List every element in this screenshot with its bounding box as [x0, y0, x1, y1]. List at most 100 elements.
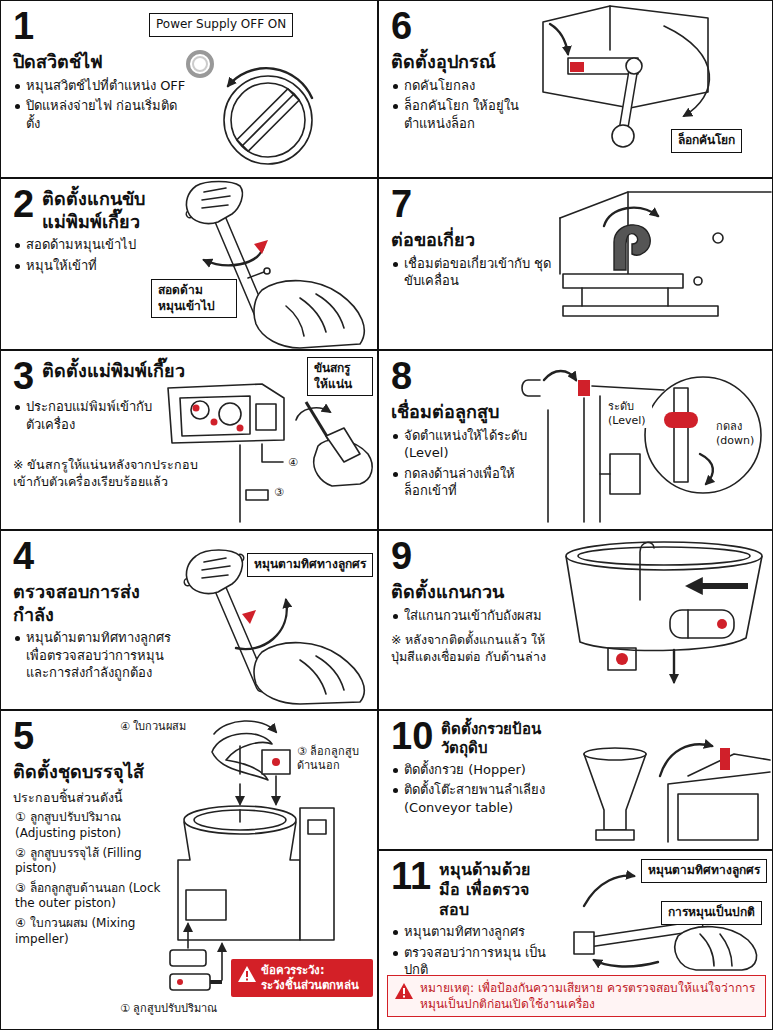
mould-assembly [262, 444, 283, 462]
machine-housing [186, 890, 226, 920]
hand-figure [186, 182, 364, 349]
step-panel: 11หมุนด้ามด้วยมือ เพื่อตรวจสอบหมุนตามทิศ… [378, 850, 773, 1030]
crank [574, 932, 594, 954]
piston-link-figure [522, 371, 761, 522]
part-label: ③ [274, 486, 284, 500]
lock-piston [262, 750, 290, 774]
hand-figure [286, 294, 344, 336]
step-heading: ติดตั้งกรวยป้อนวัตถุดิบ [441, 720, 576, 758]
callout-box: ขันสกรู ให้แน่น [307, 357, 373, 396]
step-panel: 1ปิดสวิตช์ไฟหมุนสวิตช์ไปที่ตำแหน่ง OFFปิ… [0, 0, 378, 178]
hopper-figure [584, 744, 770, 842]
insert-arrow [239, 784, 241, 804]
piston-frame [578, 380, 590, 396]
note-text: ※ หลังจากติดตั้งแกนแล้ว ให้ปุ่มสีแดงเชื่… [391, 632, 561, 666]
hand-figure [202, 558, 230, 578]
step-panel: 4ตรวจสอบการส่งกำลังหมุนด้ามตามทิศทางลูกศ… [0, 530, 378, 710]
note-box: หมายเหตุ: เพื่อป้องกันความเสียหาย ควรตรว… [387, 975, 766, 1017]
lever-arm [612, 125, 634, 147]
mould-assembly [237, 425, 244, 432]
hand-figure [675, 927, 757, 970]
indicator-ring [188, 52, 212, 76]
adjusting-piston [221, 944, 223, 980]
piston-frame [547, 410, 549, 522]
red-marker [242, 610, 256, 624]
step-heading: ติดตั้งอุปกรณ์ [391, 51, 541, 74]
step-number: 8 [391, 357, 531, 395]
filling-piston [170, 950, 206, 966]
step-panel: 10ติดตั้งกรวยป้อนวัตถุดิบติดตั้งกรวย (Ho… [378, 710, 773, 850]
callout-box: หมุนตามทิศทางลูกศร [247, 553, 373, 577]
hand-figure [675, 927, 757, 970]
machine-housing [563, 306, 718, 316]
step-panel: 3ติดตั้งแม่พิมพ์เกี๊ยวประกอบแม่พิมพ์เข้า… [0, 350, 378, 530]
mould-assembly [246, 490, 268, 500]
lever-arm [612, 58, 642, 147]
part-item: ③ ล็อกลูกสูบด้านนอก (Lock the outer pist… [13, 881, 163, 912]
rotate-arrow [214, 721, 276, 734]
dial-switch [237, 89, 299, 151]
callout-box: Power Supply OFF ON [149, 13, 293, 37]
part-item: ① ลูกสูบปรับปริมาณ (Adjusting piston) [13, 810, 163, 841]
red-button [616, 653, 628, 665]
mould-assembly [256, 404, 276, 430]
piston-frame [583, 398, 585, 522]
piston-frame [522, 380, 540, 396]
filling-piston [187, 924, 189, 948]
rotate-arrow [584, 876, 634, 906]
mixing-bowl [566, 542, 762, 651]
instruction-bullet: ประกอบแม่พิมพ์เข้ากับ ตัวเครื่อง [13, 398, 163, 433]
instruction-bullet: ปิดแหล่งจ่ายไฟ ก่อนเริ่มติดตั้ง [13, 97, 191, 132]
mould-figure [168, 384, 372, 522]
adjusting-piston [170, 974, 210, 990]
indicator-ring [188, 52, 212, 76]
step-heading: ติดตั้งแกนขับ แม่พิมพ์เกี๊ยว [42, 188, 160, 233]
label-anchor: ③ ล็อกลูกสูบ ด้านนอก [297, 745, 371, 773]
machine-housing [239, 810, 241, 822]
machine-housing [667, 288, 669, 306]
callout-text: ระวังชิ้นส่วนตกหล่น [261, 978, 367, 993]
mixing-bowl [640, 542, 654, 600]
warning-icon [238, 966, 256, 982]
instruction-bullet: ติดตั้งโต๊ะสายพานลำเลียง (Conveyor table… [391, 781, 576, 816]
lock-arrow [664, 26, 709, 116]
agitator-shaft [717, 619, 727, 629]
rotate-arrow [296, 408, 330, 420]
instruction-bullet: ตรวจสอบว่าการหมุน เป็นปกติ [391, 944, 551, 979]
label-anchor: ④ ใบกวนผสม [120, 720, 186, 734]
warning-icon [403, 996, 405, 998]
dial-switch [237, 89, 299, 151]
callout-text: ข้อควรระวัง: [261, 963, 367, 978]
machine-housing [560, 192, 771, 218]
drive-rod [264, 268, 270, 274]
step-number: 10 [391, 717, 433, 755]
step-panel: 7ต่อขอเกี่ยวเชื่อมต่อขอเกี่ยวเข้ากับ ชุด… [378, 178, 773, 350]
instruction-bullet: ติดตั้งกรวย (Hopper) [391, 761, 576, 779]
callout-text: ล็อกคันโยก [678, 133, 735, 149]
warning-icon [395, 983, 413, 999]
step-number: 2 [13, 185, 34, 223]
conveyor-table [668, 748, 770, 842]
hand-figure [254, 281, 364, 348]
rotate-arrow [236, 600, 287, 649]
callout-box: การหมุนเป็นปกติ [661, 901, 762, 925]
part-label: ระดับ (Level) [606, 400, 652, 428]
piston-frame [599, 396, 601, 522]
part-label: กดลง (down) [714, 420, 756, 448]
lock-piston [262, 750, 290, 804]
instruction-bullet: เชื่อมต่อขอเกี่ยวเข้ากับ ชุดขับเคลื่อน [391, 255, 556, 290]
step-number: 6 [391, 7, 541, 45]
rotate-arrow [604, 208, 658, 226]
piston-frame [600, 473, 610, 475]
dial-switch [224, 76, 312, 164]
agitator-figure [566, 542, 762, 682]
label-anchor: ③ [274, 486, 284, 500]
dial-switch [243, 95, 294, 146]
dial-switch [231, 83, 305, 157]
adjusting-piston [210, 980, 222, 984]
mould-assembly [191, 401, 209, 419]
step-panel: 2ติดตั้งแกนขับ แม่พิมพ์เกี๊ยวสอดด้ามหมุน… [0, 178, 378, 350]
mould-assembly [180, 396, 250, 436]
machine-housing [570, 62, 584, 72]
step-panel: 9ติดตั้งแกนกวนใส่แกนกวนเข้ากับถังผสม※ หล… [378, 530, 773, 710]
